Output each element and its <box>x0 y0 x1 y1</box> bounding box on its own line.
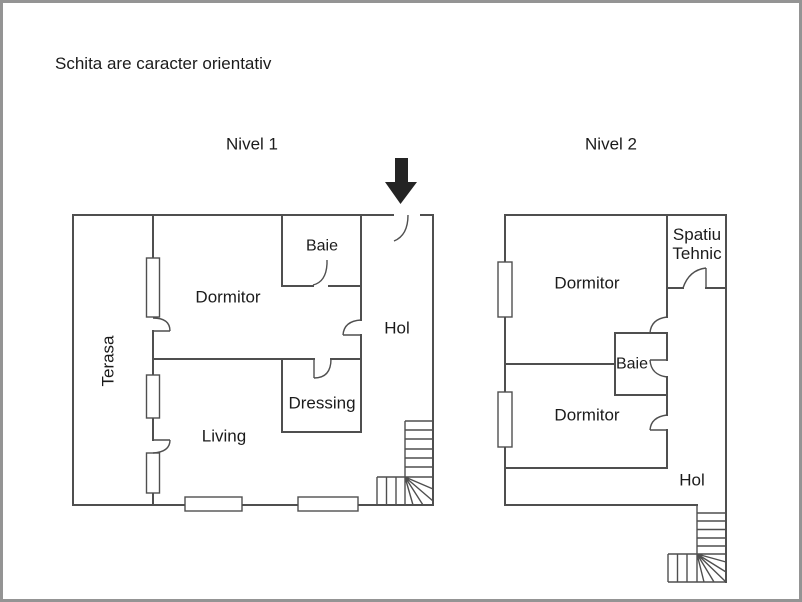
door-symbol <box>649 359 668 378</box>
door-symbol <box>682 267 707 289</box>
door-symbol <box>649 316 668 334</box>
room-label-dormitor-sus: Dormitor <box>554 273 620 293</box>
level2-walls <box>504 214 727 583</box>
level2-doors <box>649 267 707 431</box>
disclaimer-text: Schita are caracter orientativ <box>55 54 272 73</box>
door-symbol <box>152 439 171 454</box>
room-label-baie-2: Baie <box>615 355 649 373</box>
room-label-dressing: Dressing <box>288 393 356 413</box>
level1-title: Nivel 1 <box>226 134 278 154</box>
entrance-arrow-icon <box>385 158 417 204</box>
window-symbol <box>145 374 161 419</box>
level1-windows <box>145 257 359 512</box>
room-label-dormitor: Dormitor <box>195 287 261 307</box>
level2-title: Nivel 2 <box>585 134 637 154</box>
window-symbol <box>297 496 359 512</box>
room-label-dormitor-jos: Dormitor <box>554 405 620 425</box>
window-symbol <box>497 261 513 318</box>
window-symbol <box>184 496 243 512</box>
window-symbol <box>145 257 161 318</box>
level1-stairs <box>376 420 434 506</box>
door-symbol <box>313 358 332 379</box>
level1-doors <box>152 214 409 454</box>
window-symbol <box>145 452 161 494</box>
door-symbol <box>312 260 328 286</box>
stairs-symbol <box>667 505 727 583</box>
level1-plan <box>72 214 434 512</box>
room-label-spatiu-line1: Spatiu <box>672 225 722 244</box>
room-label-spatiu-tehnic: Spatiu Tehnic <box>672 225 721 263</box>
room-label-baie: Baie <box>305 237 339 255</box>
room-label-spatiu-line2: Tehnic <box>672 244 722 263</box>
door-symbol <box>342 319 362 336</box>
stairs-symbol <box>376 420 434 506</box>
level1-walls <box>72 214 434 506</box>
door-symbol <box>152 317 171 332</box>
level2-stairs <box>667 505 727 583</box>
room-label-hol: Hol <box>384 318 410 338</box>
room-label-hol-2: Hol <box>679 470 705 490</box>
entrance-door-symbol <box>393 214 409 242</box>
room-label-living: Living <box>201 426 247 446</box>
room-label-terasa: Terasa <box>98 335 118 387</box>
door-symbol <box>649 414 668 431</box>
level2-windows <box>497 261 513 448</box>
window-symbol <box>497 391 513 448</box>
level2-plan <box>497 214 727 583</box>
